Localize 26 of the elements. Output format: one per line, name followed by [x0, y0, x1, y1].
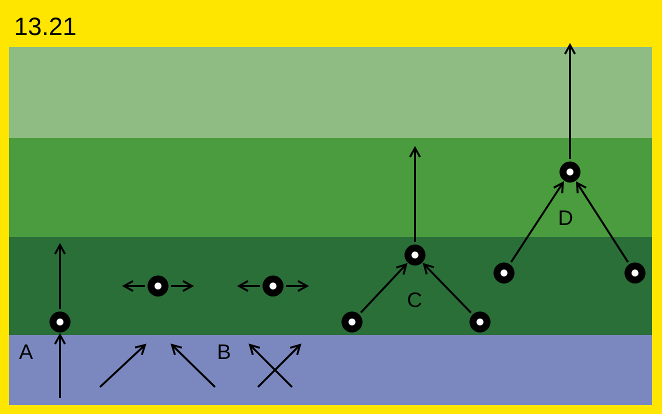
arrow — [171, 280, 193, 292]
dot-symbol — [469, 311, 491, 333]
arrow — [286, 280, 308, 292]
arrow — [54, 244, 66, 309]
arrow — [564, 44, 576, 159]
dot-symbol — [49, 311, 71, 333]
dot-symbol — [404, 244, 426, 266]
arrow — [238, 280, 260, 292]
arrow — [423, 263, 472, 314]
arrow — [576, 182, 629, 263]
dot-symbol — [493, 262, 515, 284]
figure-number: 13.21 — [14, 13, 77, 41]
arrow — [360, 263, 408, 314]
dot-symbol — [559, 161, 581, 183]
letter-label: C — [407, 290, 422, 312]
dot-symbol — [341, 311, 363, 333]
dot-symbol — [262, 275, 284, 297]
letter-label: D — [558, 208, 574, 230]
letter-label: A — [19, 342, 34, 364]
dot-symbol — [147, 275, 169, 297]
arrow — [123, 280, 145, 292]
arrow — [54, 334, 66, 398]
dot-symbol — [624, 262, 646, 284]
letter-label: B — [217, 342, 232, 364]
arrow — [409, 147, 421, 242]
arrow — [510, 182, 564, 263]
